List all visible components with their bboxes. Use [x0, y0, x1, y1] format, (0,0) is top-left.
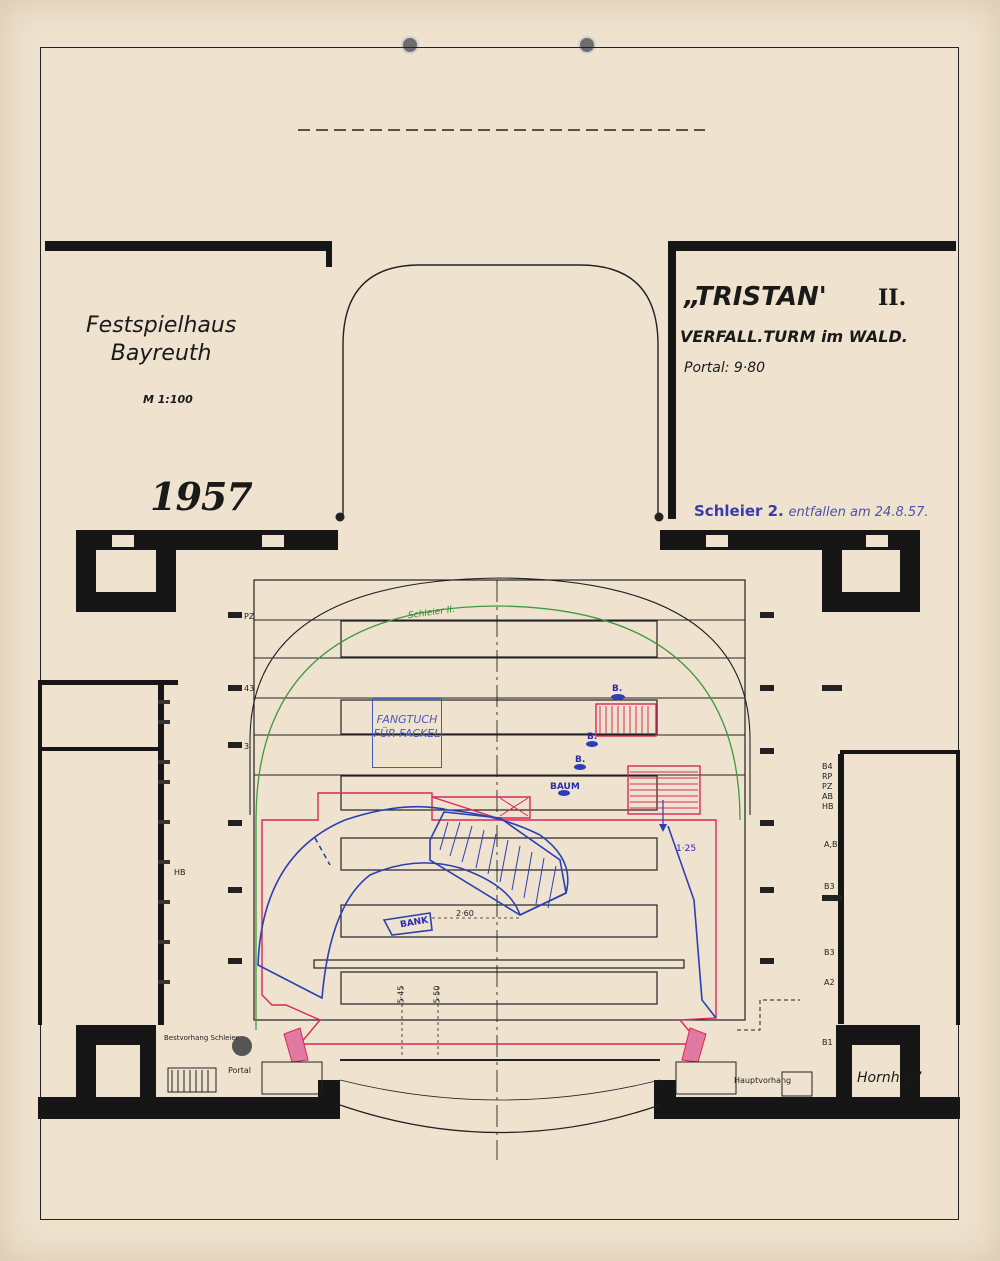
act-number: II.: [878, 285, 907, 311]
marker-right-6: B3: [824, 882, 835, 891]
draftsman-signature: Hornh 57: [857, 1070, 922, 1086]
right-wall-block: [660, 530, 960, 1025]
marker-right-7: B3: [824, 948, 835, 957]
marker-left-3: HB: [174, 868, 186, 877]
scale-label: M 1:100: [143, 393, 193, 406]
dim-depth1-label: 5·45: [396, 985, 406, 1004]
dim-side-label: 1·25: [676, 844, 697, 854]
year-label: 1957: [150, 474, 253, 519]
marker-right-8: A2: [824, 978, 835, 987]
left-wall-block: [38, 530, 338, 1025]
b-label-3: B.: [575, 755, 586, 765]
scene-title: VERFALL.TURM im WALD.: [680, 327, 908, 346]
marker-right-4: HB: [822, 802, 834, 811]
venue-line1: Festspielhaus: [86, 313, 237, 338]
marker-right-3: AB: [822, 792, 833, 801]
schleier-line: [255, 605, 741, 1030]
red-platform: [261, 703, 717, 1045]
side-markers: [228, 612, 842, 964]
venue-title: Festspielhaus Bayreuth: [86, 312, 236, 368]
blue-ramp: [257, 805, 717, 1019]
blue-markers: [558, 694, 625, 796]
marker-right-5: A,B: [824, 840, 838, 849]
revision-note-part1: Schleier 2.: [694, 502, 784, 520]
baum-label: BAUM: [550, 782, 580, 792]
marker-left-1: 43: [244, 684, 255, 693]
revision-note: Schleier 2. entfallen am 24.8.57.: [694, 502, 929, 520]
portal-width: Portal: 9·80: [684, 360, 766, 376]
blue-hatching: [439, 821, 557, 909]
stage-area: [253, 579, 746, 1021]
portal-small-label: Portal: [228, 1066, 251, 1075]
hauptvorhang-label: Hauptvorhang: [734, 1076, 792, 1085]
marker-left-0: PZ: [244, 612, 255, 621]
proscenium-front: [38, 1025, 960, 1119]
hanger-hole-left: [401, 36, 419, 54]
sheet-border: [40, 47, 959, 1220]
rear-stage-arch: [342, 264, 659, 517]
dim-width-label: 2·60: [456, 909, 474, 918]
marker-right-1: RP: [822, 772, 833, 781]
bestvorhang-label: Bestvorhang Schleier: [164, 1034, 239, 1042]
red-hatching: [499, 706, 698, 817]
b-label-1: B.: [612, 684, 623, 694]
b-label-2: B.: [587, 732, 598, 742]
marker-right-9: B1: [822, 1038, 833, 1047]
marker-right-2: PZ: [822, 782, 833, 791]
fangtuch-box: FANGTUCH FÜR FACKEL: [372, 698, 442, 768]
marker-right-0: B4: [822, 762, 833, 771]
hanger-hole-right: [578, 36, 596, 54]
back-walls: [45, 241, 956, 519]
dim-depth2-label: 5·50: [432, 985, 442, 1004]
revision-note-part2: entfallen am 24.8.57.: [788, 505, 929, 520]
venue-line2: Bayreuth: [110, 341, 212, 366]
opera-title: „TRISTAN': [684, 282, 827, 312]
marker-left-2: 3: [244, 742, 250, 751]
